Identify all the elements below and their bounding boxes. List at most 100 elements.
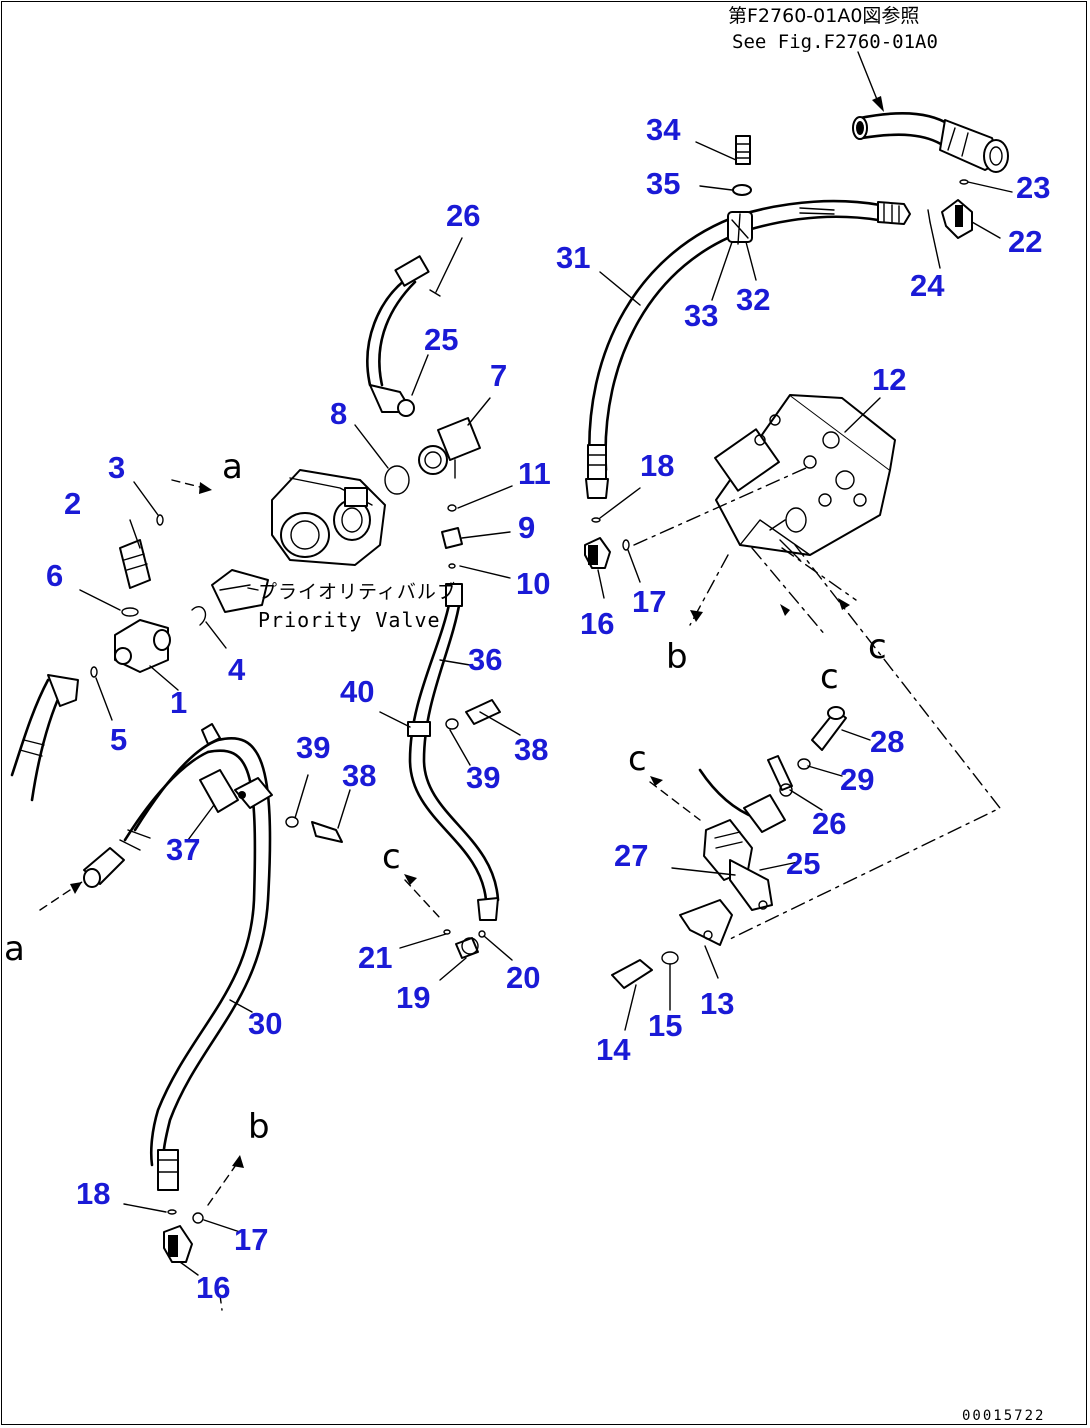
fitting-9 — [441, 504, 463, 569]
callout-4: 4 — [228, 652, 246, 687]
callout-27: 27 — [614, 838, 648, 873]
connector-2 — [119, 539, 151, 589]
sensor-bracket-27 — [698, 768, 786, 911]
drawing-code: 00015722 — [962, 1408, 1045, 1424]
callout-16-right: 16 — [580, 606, 614, 641]
sensor-26-lower — [767, 755, 793, 797]
priority-valve-label-jp: プライオリティバルブ — [258, 580, 457, 603]
sensor-block-7 — [418, 417, 481, 479]
connector-letters: a a b b c c c c c — [4, 447, 887, 1147]
callout-31: 31 — [556, 240, 590, 275]
callout-21: 21 — [358, 940, 392, 975]
connector-b-right: b — [666, 637, 688, 677]
o-ring-4 — [191, 606, 207, 626]
callout-9: 9 — [518, 510, 535, 545]
callout-8: 8 — [330, 396, 347, 431]
connector-a-bottom: a — [4, 929, 25, 969]
callout-38-center: 38 — [514, 732, 548, 767]
callout-37: 37 — [166, 832, 200, 867]
elbow-fitting-16-right — [584, 517, 630, 569]
callout-13: 13 — [700, 986, 734, 1021]
callout-36: 36 — [468, 642, 502, 677]
control-valve-12 — [714, 394, 896, 561]
bracket-13 — [611, 899, 733, 989]
callout-23: 23 — [1016, 170, 1050, 205]
callout-33: 33 — [684, 298, 718, 333]
connector-c-4: c — [382, 837, 401, 877]
reference-note: 第F2760-01A0図参照 See Fig.F2760-01A0 — [728, 5, 938, 112]
callout-1: 1 — [170, 685, 187, 720]
callout-16-lower: 16 — [196, 1270, 230, 1305]
callout-17-lower: 17 — [234, 1222, 268, 1257]
o-ring-3 — [156, 514, 164, 526]
callout-38-left: 38 — [342, 758, 376, 793]
callout-11: 11 — [518, 456, 551, 491]
callout-17-right: 17 — [632, 584, 666, 619]
clamp-32-33 — [727, 135, 753, 245]
priority-valve-label: プライオリティバルブ Priority Valve — [247, 580, 457, 632]
callout-32: 32 — [736, 282, 770, 317]
connector-a-top: a — [222, 447, 243, 487]
bolt-28 — [797, 706, 847, 770]
priority-valve-label-en: Priority Valve — [258, 608, 441, 632]
connector-c-3: c — [628, 739, 647, 779]
fitting-19 — [443, 929, 486, 959]
reference-note-jp: 第F2760-01A0図参照 — [728, 5, 919, 27]
sensor-harness-25 — [366, 255, 441, 417]
callout-5: 5 — [110, 722, 127, 757]
callout-34: 34 — [646, 112, 681, 147]
hose-30 — [83, 737, 272, 1191]
callout-25-top: 25 — [424, 322, 458, 357]
callout-2: 2 — [64, 486, 81, 521]
callout-19: 19 — [396, 980, 430, 1015]
tee-block-1 — [114, 619, 171, 673]
callout-39-left: 39 — [296, 730, 330, 765]
callout-14: 14 — [596, 1032, 631, 1067]
leader-lines — [79, 141, 1013, 1276]
callout-3: 3 — [108, 450, 125, 485]
upper-return-hose — [852, 111, 1009, 173]
callout-29: 29 — [840, 762, 874, 797]
callout-12: 12 — [872, 362, 906, 397]
callout-25-bracket: 25 — [786, 846, 820, 881]
callout-15: 15 — [648, 1008, 682, 1043]
o-ring-5 — [90, 666, 98, 678]
callout-numbers: 1 2 3 4 5 6 7 8 9 10 11 12 13 14 15 16 1… — [46, 112, 1050, 1305]
callout-30: 30 — [248, 1006, 282, 1041]
connector-c-2: c — [820, 657, 839, 697]
callout-18-right: 18 — [640, 448, 674, 483]
left-hose-stub — [10, 674, 79, 802]
connector-c-1: c — [868, 627, 887, 667]
callout-18-lower: 18 — [76, 1176, 110, 1211]
callout-26-bracket: 26 — [812, 806, 846, 841]
reference-note-en: See Fig.F2760-01A0 — [732, 31, 938, 53]
reference-arrow — [872, 96, 884, 112]
callout-6: 6 — [46, 558, 63, 593]
o-ring-6 — [121, 607, 139, 617]
clamp-40 — [407, 721, 431, 737]
clamp-37 — [199, 723, 273, 813]
hose-36 — [408, 583, 500, 921]
bolt-38-center — [445, 699, 501, 730]
callout-26-top: 26 — [446, 198, 480, 233]
callout-28: 28 — [870, 724, 904, 759]
callout-10: 10 — [516, 566, 550, 601]
bolt-38-left — [285, 816, 343, 843]
hose-31 — [585, 199, 911, 499]
callout-20: 20 — [506, 960, 540, 995]
callout-24: 24 — [910, 268, 945, 303]
priority-valve — [211, 469, 386, 613]
connector-arrows — [70, 482, 850, 1168]
elbow-fitting-22 — [927, 179, 973, 239]
o-ring-8 — [384, 465, 410, 495]
elbow-fitting-16-lower — [163, 1209, 204, 1263]
callout-7: 7 — [490, 358, 507, 393]
connector-b-lower: b — [248, 1107, 270, 1147]
callout-22: 22 — [1008, 224, 1042, 259]
callout-35: 35 — [646, 166, 680, 201]
callout-39-center: 39 — [466, 760, 500, 795]
reference-leader — [857, 51, 879, 103]
callout-40: 40 — [340, 674, 374, 709]
